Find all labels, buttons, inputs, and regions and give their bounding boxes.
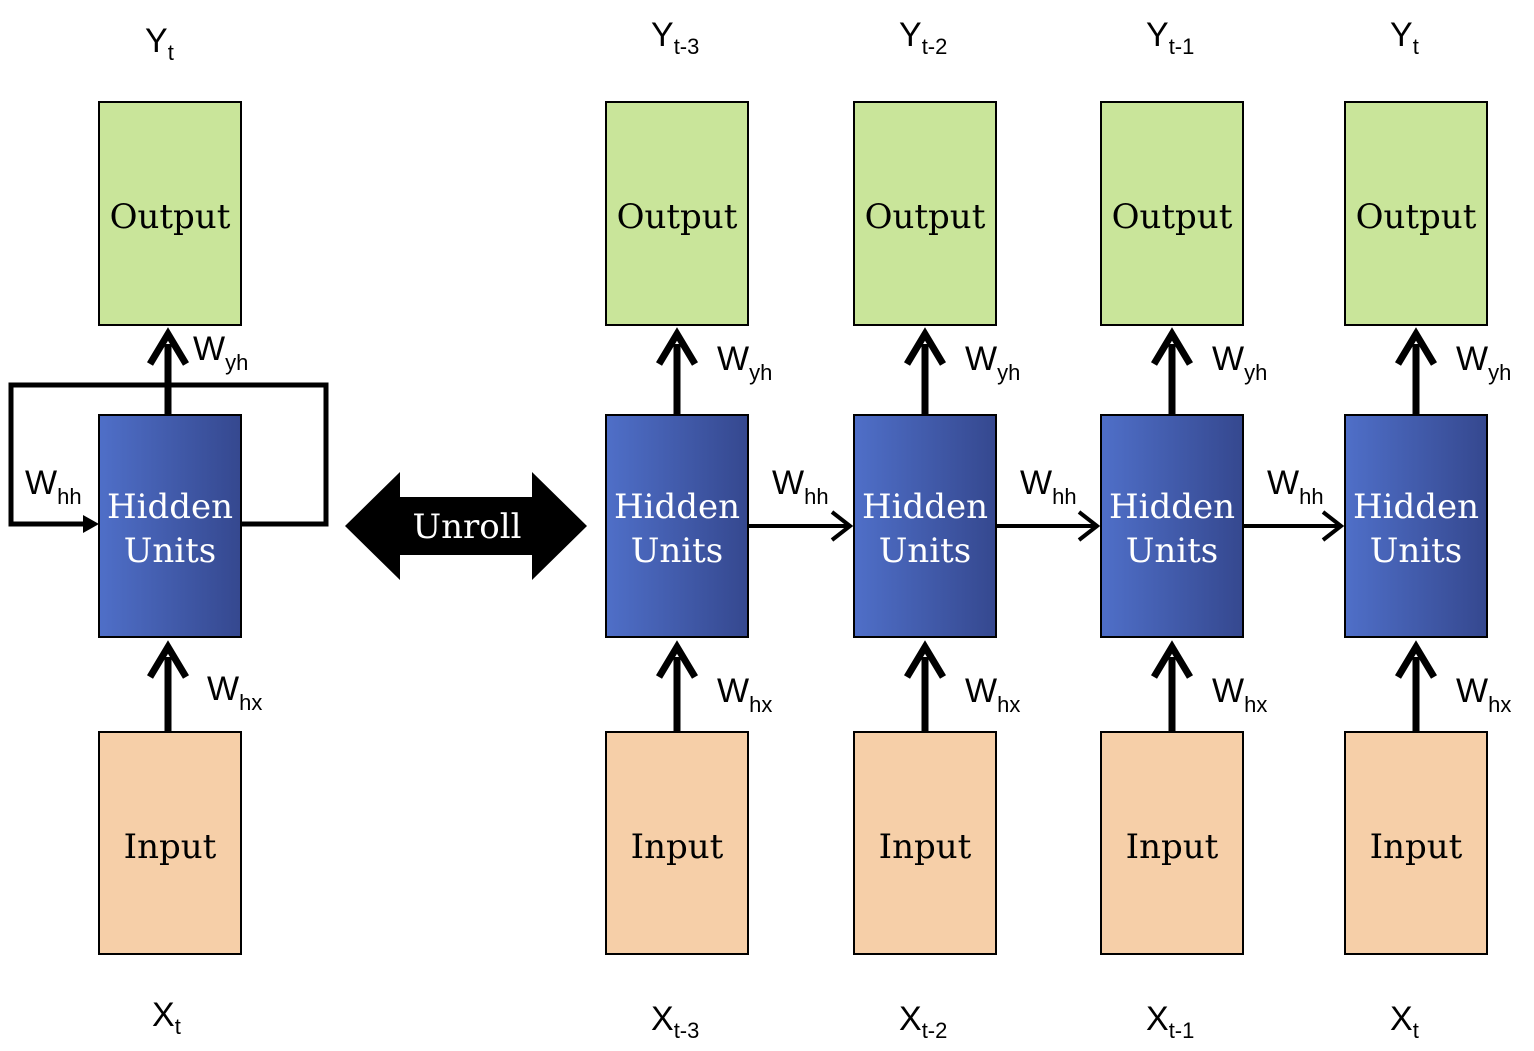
step-why-arrowhead	[1150, 327, 1194, 366]
step-y-label: Yt-2	[899, 16, 947, 59]
step-hidden-box	[1344, 414, 1488, 638]
step-hidden-box	[605, 414, 749, 638]
unrolled-rnn: Yt-3OutputWyhHiddenUnitsWhxInputXt-3WhhY…	[605, 16, 1511, 1043]
step-whh-arrowhead	[1321, 510, 1345, 542]
step-whx-arrowhead	[903, 640, 947, 679]
folded-hidden-box	[98, 414, 242, 638]
step-whh-label: Whh	[1020, 464, 1077, 509]
unroll-arrow: Unroll	[345, 472, 587, 580]
step-whx-label: Whx	[717, 672, 772, 717]
step-output-box	[1100, 101, 1244, 326]
folded-input-label: Input	[124, 827, 217, 867]
step-whh-arrowhead	[1077, 510, 1101, 542]
step-input-box	[1100, 731, 1244, 955]
folded-why-arrowhead	[146, 327, 190, 366]
step-output-label: Output	[617, 197, 738, 237]
step-whh-label: Whh	[1267, 464, 1324, 509]
step-whx-label: Whx	[1212, 672, 1267, 717]
step-why-label: Wyh	[717, 340, 772, 385]
folded-x-label: Xt	[152, 996, 181, 1039]
step-input-box	[1344, 731, 1488, 955]
step-output-label: Output	[1356, 197, 1477, 237]
step-hidden-box	[1100, 414, 1244, 638]
step-x-label: Xt-3	[651, 1000, 699, 1043]
folded-whx-arrowhead	[146, 640, 190, 679]
folded-output-label: Output	[110, 197, 231, 237]
folded-input-box	[98, 731, 242, 955]
step-input-label: Input	[879, 827, 972, 867]
folded-recurrent-arrowhead	[83, 515, 99, 533]
step-whx-label: Whx	[1456, 672, 1511, 717]
step-why-arrowhead	[1394, 327, 1438, 366]
step-y-label: Yt-3	[651, 16, 699, 59]
unroll-arrow-shape	[345, 472, 587, 580]
step-input-label: Input	[1370, 827, 1463, 867]
step-x-label: Xt	[1390, 1000, 1419, 1043]
step-whx-label: Whx	[965, 672, 1020, 717]
step-hidden-label-line2: Units	[879, 531, 972, 571]
step-x-label: Xt-1	[1146, 1000, 1194, 1043]
step-why-arrowhead	[903, 327, 947, 366]
step-why-arrowhead	[655, 327, 699, 366]
step-input-label: Input	[631, 827, 724, 867]
folded-hidden-label-line2: Units	[124, 531, 217, 571]
step-hidden-label-line1: Hidden	[614, 487, 740, 527]
step-hidden-label-line1: Hidden	[1109, 487, 1235, 527]
step-whx-arrowhead	[1150, 640, 1194, 679]
step-hidden-label-line1: Hidden	[862, 487, 988, 527]
step-whx-arrowhead	[655, 640, 699, 679]
step-y-label: Yt-1	[1146, 16, 1194, 59]
step-hidden-label-line2: Units	[1126, 531, 1219, 571]
step-whx-arrowhead	[1394, 640, 1438, 679]
folded-why-label: Wyh	[193, 330, 248, 375]
step-input-box	[853, 731, 997, 955]
step-whh-label: Whh	[772, 464, 829, 509]
step-hidden-box	[853, 414, 997, 638]
step-output-label: Output	[1112, 197, 1233, 237]
step-input-label: Input	[1126, 827, 1219, 867]
folded-hidden-label-line1: Hidden	[107, 487, 233, 527]
step-output-box	[1344, 101, 1488, 326]
step-hidden-label-line2: Units	[631, 531, 724, 571]
folded-rnn: Yt Output Hidden Units Wyh Whh Whx Input	[8, 22, 329, 1039]
step-why-label: Wyh	[1212, 340, 1267, 385]
step-why-label: Wyh	[965, 340, 1020, 385]
folded-output-box	[98, 101, 242, 326]
step-whh-arrowhead	[830, 510, 854, 542]
step-x-label: Xt-2	[899, 1000, 947, 1043]
step-hidden-label-line2: Units	[1370, 531, 1463, 571]
step-output-label: Output	[865, 197, 986, 237]
step-input-box	[605, 731, 749, 955]
step-why-label: Wyh	[1456, 340, 1511, 385]
step-hidden-label-line1: Hidden	[1353, 487, 1479, 527]
folded-whh-label: Whh	[25, 464, 82, 509]
folded-y-label: Yt	[145, 22, 174, 65]
step-output-box	[605, 101, 749, 326]
step-y-label: Yt	[1390, 16, 1419, 59]
unroll-label: Unroll	[412, 507, 521, 547]
step-output-box	[853, 101, 997, 326]
folded-whx-label: Whx	[207, 670, 262, 715]
